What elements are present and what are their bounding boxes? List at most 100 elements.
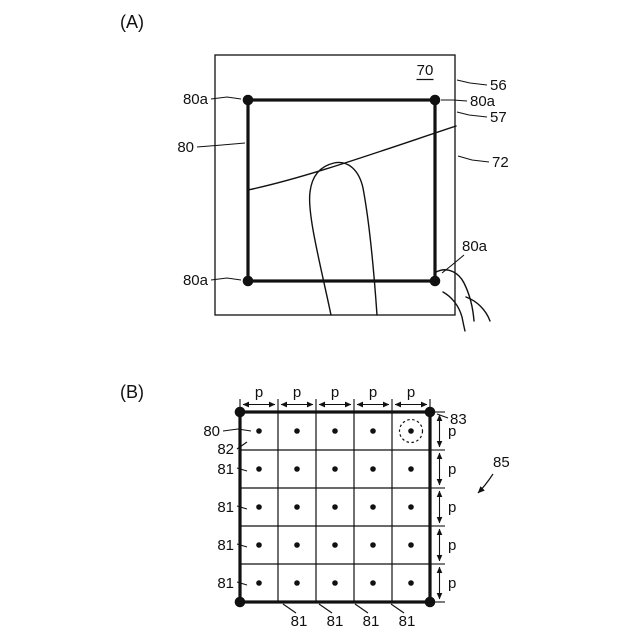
corner-marker-dot: [429, 275, 441, 287]
pitch-label-top: p: [331, 384, 339, 401]
sensor-grid-lines: [240, 412, 430, 602]
cell-dot: [332, 466, 338, 472]
cell-dot: [370, 428, 376, 434]
corner-marker-dot: [424, 596, 436, 608]
pointing-finger-bottom-contour: [442, 291, 466, 332]
leader-line-80a-right: [441, 99, 468, 102]
sensor-cell-dots: [256, 428, 414, 586]
arrow-85: [477, 473, 494, 494]
cell-dot: [332, 428, 338, 434]
leader-line-83: [436, 413, 449, 419]
cell-dot: [332, 580, 338, 586]
pointing-hand-contour: [465, 296, 491, 322]
ref-label-57: 57: [490, 109, 507, 126]
cell-dot: [408, 580, 414, 586]
figure-b: (B) p p p p p p p p p p 83 80 82 81 81 81: [120, 382, 510, 630]
leader-line-81-bottom: [318, 603, 333, 614]
ref-label-80a-bottom-right: 80a: [462, 238, 488, 255]
cell-dot: [408, 466, 414, 472]
detection-frame-square: [246, 98, 437, 283]
leader-line-80b: [222, 428, 252, 432]
leader-line-81-bottom: [390, 603, 405, 614]
leader-line-81-left: [236, 505, 248, 510]
ref-label-72: 72: [492, 154, 509, 171]
ref-label-81-left: 81: [217, 499, 234, 516]
cell-dot: [256, 466, 262, 472]
leader-line-81-bottom: [354, 603, 369, 614]
pitch-label-top: p: [293, 384, 301, 401]
leader-line-80a-top-left: [210, 96, 242, 100]
cell-dot: [294, 428, 300, 434]
corner-marker-dot: [424, 406, 436, 418]
cell-dot: [294, 504, 300, 510]
ref-label-81-left: 81: [217, 575, 234, 592]
cell-dot: [370, 466, 376, 472]
dashed-highlight-circle: [398, 418, 424, 444]
cell-dot: [370, 580, 376, 586]
cell-dot: [294, 466, 300, 472]
ref-label-85: 85: [493, 454, 510, 471]
corner-marker-dot: [242, 94, 254, 106]
ref-label-80: 80: [177, 139, 194, 156]
cell-dot: [256, 428, 262, 434]
leader-line-81-left: [236, 467, 248, 472]
leader-line-57: [456, 111, 488, 118]
display-panel-rect: [214, 54, 456, 316]
pitch-label-top: p: [407, 384, 415, 401]
corner-marker-dot: [429, 94, 441, 106]
ref-label-70: 70: [417, 62, 434, 79]
leader-line-80a-bottom-right: [441, 254, 465, 274]
pitch-label-right: p: [448, 461, 456, 478]
hand-sketch-curve: [247, 125, 457, 191]
cell-dot: [256, 542, 262, 548]
pitch-label-top: p: [255, 384, 263, 401]
cell-dot: [256, 580, 262, 586]
cell-dot: [370, 542, 376, 548]
corner-marker-dot: [234, 596, 246, 608]
cell-dot: [332, 504, 338, 510]
pitch-label-right: p: [448, 575, 456, 592]
cell-dot: [408, 504, 414, 510]
leader-line-72: [457, 155, 490, 163]
leader-line-81-left: [236, 543, 248, 548]
pitch-markers-right: p p p p p: [431, 411, 456, 603]
ref-label-80a-top-left: 80a: [183, 91, 209, 108]
ref-label-80a-right: 80a: [470, 93, 496, 110]
pitch-label-top: p: [369, 384, 377, 401]
leader-line-82: [236, 441, 248, 450]
ref-label-81-bottom: 81: [363, 613, 380, 630]
corner-marker-dot: [234, 406, 246, 418]
pitch-label-right: p: [448, 537, 456, 554]
leader-line-80a-bottom-left: [210, 277, 242, 281]
leader-line-81-left: [236, 581, 248, 586]
corner-marker-dot: [242, 275, 254, 287]
cell-dot: [294, 542, 300, 548]
leader-line-80: [196, 142, 246, 148]
ref-label-82: 82: [217, 441, 234, 458]
ref-label-81-bottom: 81: [327, 613, 344, 630]
pitch-label-right: p: [448, 423, 456, 440]
cell-dot: [408, 542, 414, 548]
ref-label-80b: 80: [203, 423, 220, 440]
ref-label-56: 56: [490, 77, 507, 94]
figure-b-label: (B): [120, 382, 144, 402]
ref-label-81-left: 81: [217, 461, 234, 478]
cell-dot: [294, 580, 300, 586]
leader-line-81-bottom: [282, 603, 297, 614]
hand-sketch-finger: [308, 161, 378, 316]
pitch-label-right: p: [448, 499, 456, 516]
leader-line-56: [456, 79, 488, 86]
ref-label-83: 83: [450, 411, 467, 428]
cell-dot: [370, 504, 376, 510]
cell-dot: [256, 504, 262, 510]
ref-label-81-left: 81: [217, 537, 234, 554]
figure-a-label: (A): [120, 12, 144, 32]
cell-dot: [332, 542, 338, 548]
ref-label-81-bottom: 81: [399, 613, 416, 630]
cell-dot: [408, 428, 414, 434]
figure-a: (A) 70 56 80a 57 72 80a 80: [120, 12, 509, 332]
ref-label-80a-bottom-left: 80a: [183, 272, 209, 289]
